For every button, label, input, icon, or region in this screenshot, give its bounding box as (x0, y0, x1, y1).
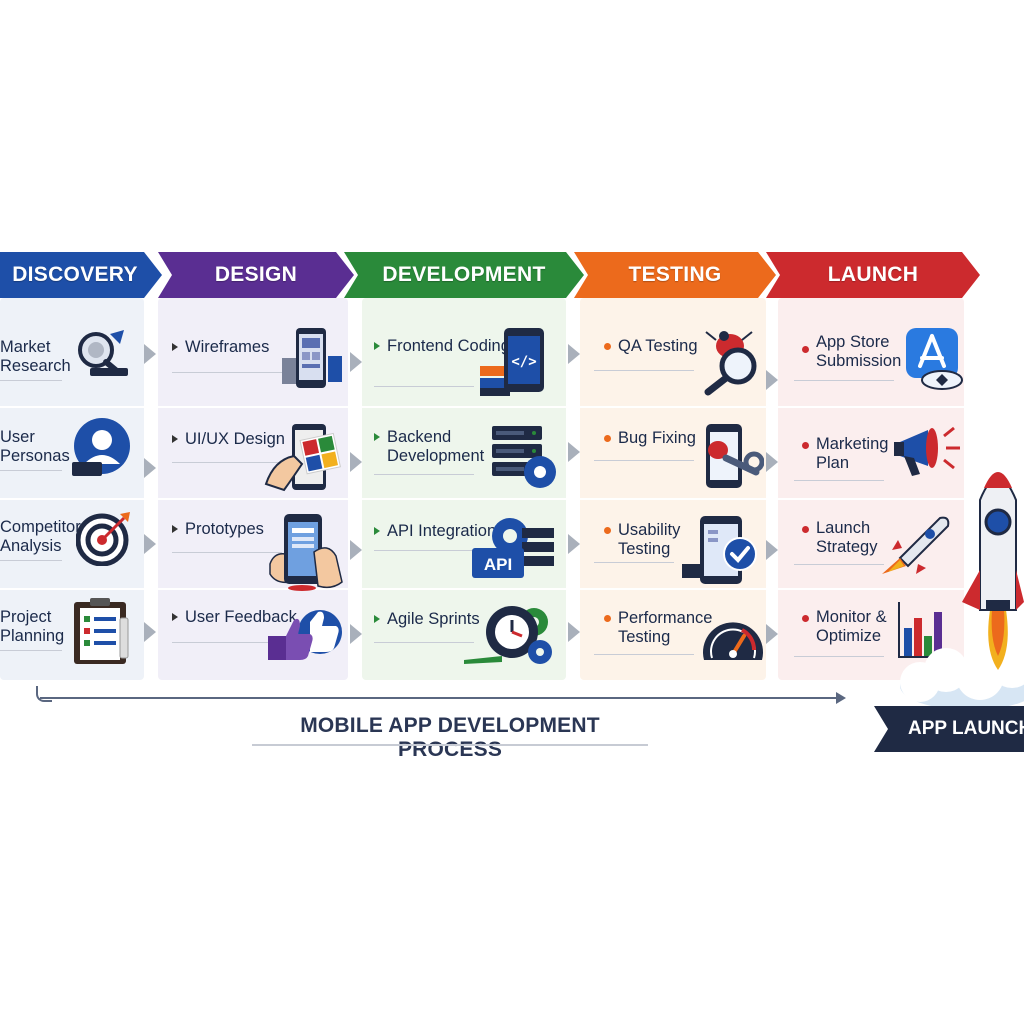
gear-clock-icon (464, 606, 552, 664)
step-label: User Personas (0, 428, 70, 465)
flow-arrow (568, 534, 580, 554)
bug-magnifier-icon (704, 331, 757, 396)
flow-arrow (144, 344, 156, 364)
megaphone-icon (894, 426, 960, 476)
phase-banner-launch: LAUNCH (766, 252, 980, 298)
phone-checkmark-icon (682, 516, 757, 584)
step-label: API Integration (387, 522, 497, 540)
clipboard-checklist-icon (74, 598, 129, 664)
flow-arrow (568, 442, 580, 462)
flow-arrow (766, 624, 778, 644)
step-label: Marketing Plan (816, 435, 889, 472)
hand-phone-icon (269, 514, 343, 591)
phase-title: DISCOVERY (12, 263, 138, 286)
app-launch-badge: APP LAUNCH (874, 706, 1024, 752)
step-label: Frontend Coding (387, 337, 510, 355)
user-profile-icon (72, 418, 130, 476)
flow-arrow (350, 452, 362, 472)
step-label: Performance Testing (618, 609, 713, 646)
step-label: Competitor Analysis (0, 518, 81, 555)
process-arrow (40, 697, 840, 699)
phase-banner-development: DEVELOPMENT (344, 252, 584, 298)
step-label: Backend Development (387, 428, 485, 465)
flow-arrow (766, 540, 778, 560)
step-label: QA Testing (618, 337, 698, 355)
step-label: Prototypes (185, 520, 264, 538)
process-arrow-head (836, 692, 846, 704)
color-swatch-phone-icon (264, 424, 341, 492)
phase-title: TESTING (628, 263, 722, 286)
wireframe-phone-icon (282, 328, 342, 388)
flow-arrow (144, 622, 156, 642)
api-gears-icon: API (472, 518, 554, 578)
phase-banner-testing: TESTING (574, 252, 776, 298)
app-store-icon (906, 328, 963, 390)
step-label: Wireframes (185, 338, 270, 356)
step-label: Launch Strategy (816, 519, 878, 556)
title-underline (252, 744, 648, 746)
flow-arrow (766, 452, 778, 472)
step-label: Bug Fixing (618, 429, 696, 447)
step-label: Market Research (0, 338, 71, 375)
process-arrow-start (36, 686, 52, 702)
server-gear-icon (492, 426, 556, 488)
phone-bug-wrench-icon (706, 424, 764, 488)
flow-arrow (144, 458, 156, 478)
phase-title: DEVELOPMENT (382, 263, 546, 286)
svg-text:API: API (484, 555, 512, 574)
phase-banner-design: DESIGN (158, 252, 354, 298)
flow-arrow (568, 622, 580, 642)
phase-title: LAUNCH (827, 263, 919, 286)
step-label: User Feedback (185, 608, 297, 626)
step-label: UI/UX Design (185, 430, 285, 448)
rocket-icon (882, 516, 950, 574)
launch-rocket-icon (900, 472, 1024, 710)
flow-arrow (350, 540, 362, 560)
phase-title: DESIGN (214, 263, 298, 286)
target-icon (76, 512, 130, 566)
magnifier-chart-icon (78, 330, 128, 376)
diagram-title: MOBILE APP DEVELOPMENT PROCESS (300, 714, 600, 761)
phase-banner-discovery: DISCOVERY (0, 252, 162, 298)
flow-arrow (144, 534, 156, 554)
flow-arrow (766, 370, 778, 390)
svg-text:</>: </> (511, 354, 536, 370)
speedometer-icon (703, 622, 763, 660)
thumbs-up-icon (268, 610, 342, 660)
step-label: Monitor & Optimize (816, 608, 887, 645)
code-phone-icon: </> (480, 328, 544, 396)
flow-arrow (350, 352, 362, 372)
step-label: Project Planning (0, 608, 65, 645)
flow-arrow (568, 344, 580, 364)
step-label: Agile Sprints (387, 610, 480, 628)
flow-arrow (350, 624, 362, 644)
step-label: App Store Submission (816, 333, 902, 370)
bar-chart-icon (898, 602, 948, 658)
step-label: Usability Testing (618, 521, 681, 558)
